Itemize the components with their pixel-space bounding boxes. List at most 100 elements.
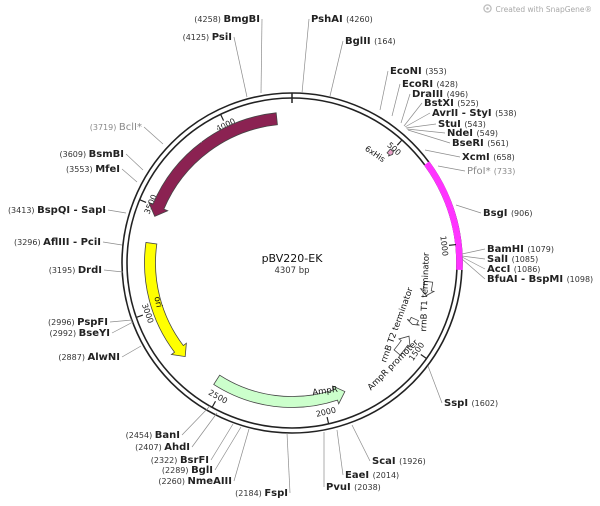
site-name: BfuAI - BspMI	[487, 274, 567, 285]
restriction-site[interactable]: (2407) AhdI	[135, 442, 190, 453]
site-position: (1086)	[514, 265, 541, 274]
site-leader-line	[403, 102, 423, 127]
snapgene-watermark: Created with SnapGene®	[483, 4, 592, 15]
restriction-site[interactable]: NdeI (549)	[447, 128, 498, 139]
site-leader-line	[233, 36, 248, 98]
restriction-site[interactable]: BstXI (525)	[424, 98, 479, 109]
site-name: DrdI	[78, 265, 102, 276]
restriction-site[interactable]: PfoI* (733)	[467, 166, 515, 177]
site-label: DraIII (496)	[412, 89, 468, 100]
restriction-site[interactable]: AccI (1086)	[487, 264, 540, 275]
site-leader-line	[329, 40, 344, 97]
tick-mark	[326, 416, 330, 425]
restriction-site[interactable]: EaeI (2014)	[345, 470, 399, 481]
site-label: SalI (1085)	[487, 254, 538, 265]
site-name: AccI	[487, 264, 514, 275]
restriction-site[interactable]: DraIII (496)	[412, 89, 468, 100]
site-leader-line	[210, 423, 234, 461]
feature-arrow	[144, 242, 187, 358]
site-leader-line	[407, 129, 451, 144]
site-label: (2322) BsrFI	[151, 455, 209, 466]
snapgene-logo-icon	[483, 4, 493, 15]
site-label: BamHI (1079)	[487, 244, 554, 255]
restriction-site[interactable]: (2454) BanI	[126, 430, 180, 441]
site-position: (1602)	[472, 399, 499, 408]
restriction-site[interactable]: SalI (1085)	[487, 254, 538, 265]
site-name: StuI	[438, 119, 464, 130]
site-position: (3195)	[49, 266, 78, 275]
site-label: EcoNI (353)	[390, 66, 447, 77]
watermark-text: Created with SnapGene®	[495, 5, 592, 14]
site-position: (353)	[425, 67, 447, 76]
restriction-site[interactable]: BamHI (1079)	[487, 244, 554, 255]
restriction-site[interactable]: BsgI (906)	[483, 208, 532, 219]
site-leader-line	[214, 426, 242, 471]
site-leader-line	[427, 365, 443, 404]
restriction-site[interactable]: (3296) AflIII - PciI	[14, 237, 101, 248]
restriction-site[interactable]: AvrII - StyI (538)	[432, 108, 517, 119]
restriction-site[interactable]: (4125) PsiI	[183, 32, 232, 43]
restriction-site[interactable]: (3719) BclI*	[90, 122, 142, 133]
site-leader-line	[391, 83, 401, 117]
site-name: BmgBI	[223, 14, 260, 25]
restriction-site[interactable]: PvuI (2038)	[326, 482, 381, 493]
restriction-site[interactable]: BglII (164)	[345, 36, 396, 47]
restriction-site[interactable]: BseRI (561)	[452, 138, 509, 149]
site-name: SalI	[487, 254, 512, 265]
site-label: StuI (543)	[438, 119, 486, 130]
restriction-site[interactable]: (3609) BsmBI	[60, 149, 125, 160]
restriction-site[interactable]: (2184) FspI	[235, 488, 288, 499]
site-leader-line	[102, 241, 123, 246]
site-leader-line	[406, 128, 446, 134]
site-name: BamHI	[487, 244, 527, 255]
restriction-site[interactable]: (3413) BspQI - SapI	[8, 205, 106, 216]
restriction-site[interactable]: XcmI (658)	[462, 152, 515, 163]
site-leader-line	[461, 248, 486, 255]
restriction-site[interactable]: (2996) PspFI	[48, 317, 108, 328]
site-name: PfoI*	[467, 166, 494, 177]
site-name: DraIII	[412, 89, 447, 100]
site-leader-line	[109, 319, 133, 323]
site-leader-line	[405, 123, 437, 129]
site-name: BglII	[345, 36, 374, 47]
site-position: (2038)	[354, 483, 381, 492]
site-name: BsgI	[483, 208, 511, 219]
site-leader-line	[143, 126, 164, 145]
restriction-site[interactable]: (2289) BglI	[162, 465, 213, 476]
site-label: BfuAI - BspMI (1098)	[487, 274, 593, 285]
restriction-site[interactable]: PshAI (4260)	[311, 14, 373, 25]
restriction-site[interactable]: SspI (1602)	[444, 398, 498, 409]
site-label: ScaI (1926)	[372, 456, 426, 467]
feature-arrow	[148, 112, 278, 217]
site-name: PspFI	[77, 317, 108, 328]
site-leader-line	[107, 209, 127, 214]
mcs-segment	[424, 161, 463, 271]
site-position: (906)	[511, 209, 533, 218]
restriction-site[interactable]: (2260) NmeAIII	[158, 476, 232, 487]
restriction-site[interactable]: (3553) MfeI	[66, 164, 120, 175]
site-name: BanI	[155, 430, 180, 441]
site-name: EaeI	[345, 470, 373, 481]
restriction-site[interactable]: (2887) AlwNI	[58, 352, 120, 363]
tick-mark	[211, 400, 217, 408]
restriction-site[interactable]: (3195) DrdI	[49, 265, 102, 276]
restriction-site[interactable]: BfuAI - BspMI (1098)	[487, 274, 593, 285]
restriction-site[interactable]: (4258) BmgBI	[194, 14, 260, 25]
restriction-site[interactable]: ScaI (1926)	[372, 456, 426, 467]
restriction-site[interactable]: (2322) BsrFI	[151, 455, 209, 466]
site-label: AccI (1086)	[487, 264, 540, 275]
site-label: (2407) AhdI	[135, 442, 190, 453]
site-position: (3413)	[8, 206, 37, 215]
site-leader-line	[125, 153, 144, 171]
site-position: (3553)	[66, 165, 95, 174]
site-position: (2454)	[126, 431, 155, 440]
restriction-site[interactable]: StuI (543)	[438, 119, 486, 130]
restriction-site[interactable]: EcoNI (353)	[390, 66, 447, 77]
site-name: PsiI	[212, 32, 232, 43]
restriction-site[interactable]: (2992) BseYI	[50, 328, 110, 339]
restriction-site[interactable]: EcoRI (428)	[402, 79, 458, 90]
site-label: SspI (1602)	[444, 398, 498, 409]
site-position: (164)	[374, 37, 396, 46]
site-name: FspI	[264, 488, 288, 499]
site-name: XcmI	[462, 152, 493, 163]
